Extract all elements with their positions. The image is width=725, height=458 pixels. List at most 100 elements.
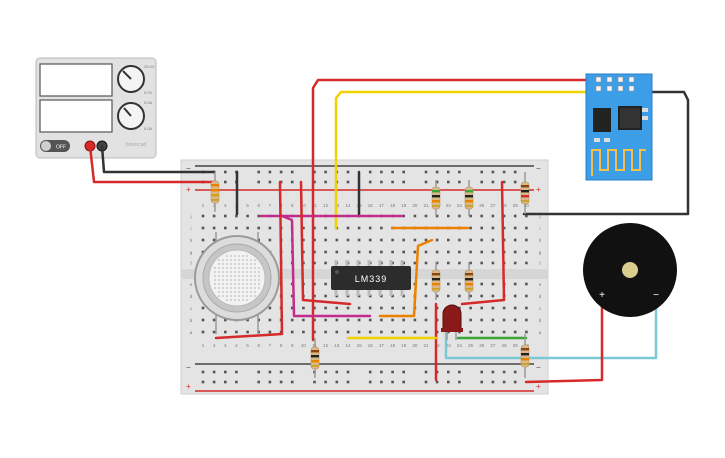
current-min-label: 0.0A bbox=[144, 126, 153, 131]
col-label-bottom-22: 22 bbox=[435, 343, 441, 348]
row-label-right-e: e bbox=[539, 282, 542, 287]
resistor-middle-1[interactable] bbox=[431, 262, 441, 300]
lm339-ic[interactable]: LM339 bbox=[331, 260, 411, 296]
piezo-buzzer[interactable]: + − bbox=[583, 223, 677, 317]
row-label-right-i: i bbox=[540, 226, 541, 231]
voltage-min-label: 0.0V bbox=[144, 90, 153, 95]
wire-red-right[interactable] bbox=[460, 180, 506, 306]
power-switch-label: OFF bbox=[56, 145, 66, 151]
voltage-display bbox=[39, 63, 113, 97]
resistors[interactable] bbox=[210, 172, 530, 378]
rail-plus-label-tr: + bbox=[536, 185, 541, 194]
col-label-bottom-15: 15 bbox=[357, 343, 363, 348]
row-label-right-f: f bbox=[539, 261, 541, 266]
power-switch[interactable]: OFF bbox=[40, 140, 70, 152]
col-label-top-1: 1 bbox=[202, 203, 205, 208]
col-label-top-27: 27 bbox=[490, 203, 496, 208]
col-label-top-14: 14 bbox=[345, 203, 351, 208]
col-label-bottom-7: 7 bbox=[269, 343, 272, 348]
rail-minus-label-tl: − bbox=[186, 164, 191, 173]
col-label-bottom-26: 26 bbox=[479, 343, 485, 348]
col-label-bottom-27: 27 bbox=[490, 343, 496, 348]
resistor-bottom-right[interactable] bbox=[520, 334, 530, 378]
col-label-top-30: 30 bbox=[524, 203, 530, 208]
red-led[interactable] bbox=[441, 304, 463, 340]
col-label-bottom-19: 19 bbox=[401, 343, 407, 348]
esp8266-module[interactable] bbox=[585, 73, 653, 181]
current-knob[interactable] bbox=[117, 102, 145, 130]
wire-yellow-esp[interactable] bbox=[334, 90, 594, 230]
row-label-right-g: g bbox=[539, 250, 542, 255]
buzzer-minus-label: − bbox=[653, 290, 659, 301]
col-label-top-7: 7 bbox=[269, 203, 272, 208]
power-supply[interactable]: 25.0V 0.0V 0.5A 0.0A OFF tinkercad bbox=[35, 57, 157, 159]
col-label-bottom-29: 29 bbox=[513, 343, 519, 348]
col-label-bottom-9: 9 bbox=[291, 343, 294, 348]
wire-cyan-buzzer[interactable] bbox=[444, 298, 658, 360]
resistor-top-mid[interactable] bbox=[431, 180, 441, 216]
col-label-top-26: 26 bbox=[479, 203, 485, 208]
brand-label: tinkercad bbox=[126, 142, 147, 148]
wire-red-esp-power[interactable] bbox=[311, 78, 592, 342]
gas-sensor[interactable] bbox=[194, 232, 280, 334]
wire-red-ic-pin[interactable] bbox=[299, 180, 352, 306]
current-max-label: 0.5A bbox=[144, 100, 153, 105]
wire-psu-positive[interactable] bbox=[88, 144, 218, 184]
wire-orange-feedback[interactable] bbox=[378, 238, 434, 318]
col-label-bottom-14: 14 bbox=[345, 343, 351, 348]
resistor-top-right[interactable] bbox=[520, 172, 530, 214]
row-label-right-h: h bbox=[539, 238, 542, 243]
rail-plus-label-bl: + bbox=[186, 382, 191, 391]
wire-red-left-vertical[interactable] bbox=[214, 180, 284, 340]
voltage-knob[interactable] bbox=[117, 65, 145, 93]
col-label-top-11: 11 bbox=[312, 203, 317, 208]
col-label-bottom-16: 16 bbox=[368, 343, 374, 348]
col-label-top-24: 24 bbox=[457, 203, 463, 208]
wire-psu-negative[interactable] bbox=[100, 144, 216, 174]
row-label-left-a: a bbox=[190, 330, 193, 335]
col-label-top-6: 6 bbox=[258, 203, 261, 208]
row-label-right-b: b bbox=[539, 318, 542, 323]
wires[interactable] bbox=[88, 78, 690, 384]
col-label-bottom-2: 2 bbox=[213, 343, 216, 348]
row-label-left-i: i bbox=[191, 226, 192, 231]
resistor-bottom-left[interactable] bbox=[310, 338, 320, 378]
wire-magenta-loop[interactable] bbox=[280, 214, 372, 318]
col-label-bottom-6: 6 bbox=[258, 343, 261, 348]
col-label-top-3: 3 bbox=[224, 203, 227, 208]
wire-black-esp-ground[interactable] bbox=[522, 90, 690, 216]
resistor-middle-2[interactable] bbox=[464, 262, 474, 300]
col-label-top-21: 21 bbox=[423, 203, 429, 208]
ic-label: LM339 bbox=[355, 274, 388, 284]
rail-plus-label-br: + bbox=[536, 382, 541, 391]
col-label-bottom-23: 23 bbox=[446, 343, 452, 348]
wire-red-buzzer[interactable] bbox=[524, 298, 604, 384]
col-label-top-5: 5 bbox=[246, 203, 249, 208]
col-label-bottom-17: 17 bbox=[379, 343, 385, 348]
resistor-top-left[interactable] bbox=[210, 172, 220, 212]
row-label-left-b: b bbox=[190, 318, 193, 323]
col-label-top-18: 18 bbox=[390, 203, 396, 208]
resistor-top-mid2[interactable] bbox=[464, 180, 474, 216]
voltage-max-label: 25.0V bbox=[144, 64, 155, 69]
row-label-left-f: f bbox=[190, 261, 192, 266]
col-label-top-17: 17 bbox=[379, 203, 385, 208]
row-label-right-d: d bbox=[539, 294, 542, 299]
col-label-top-29: 29 bbox=[513, 203, 519, 208]
col-label-top-9: 9 bbox=[291, 203, 294, 208]
col-label-bottom-24: 24 bbox=[457, 343, 463, 348]
col-label-bottom-18: 18 bbox=[390, 343, 396, 348]
col-label-top-12: 12 bbox=[323, 203, 329, 208]
col-label-bottom-3: 3 bbox=[224, 343, 227, 348]
row-label-left-e: e bbox=[190, 282, 193, 287]
col-label-bottom-25: 25 bbox=[468, 343, 474, 348]
col-label-bottom-4: 4 bbox=[235, 343, 238, 348]
buzzer-plus-label: + bbox=[599, 290, 605, 301]
row-label-right-c: c bbox=[539, 306, 542, 311]
row-label-right-a: a bbox=[539, 330, 542, 335]
col-label-bottom-21: 21 bbox=[423, 343, 429, 348]
rail-plus-label-tl: + bbox=[186, 185, 191, 194]
row-label-left-c: c bbox=[190, 306, 193, 311]
col-label-bottom-5: 5 bbox=[246, 343, 249, 348]
